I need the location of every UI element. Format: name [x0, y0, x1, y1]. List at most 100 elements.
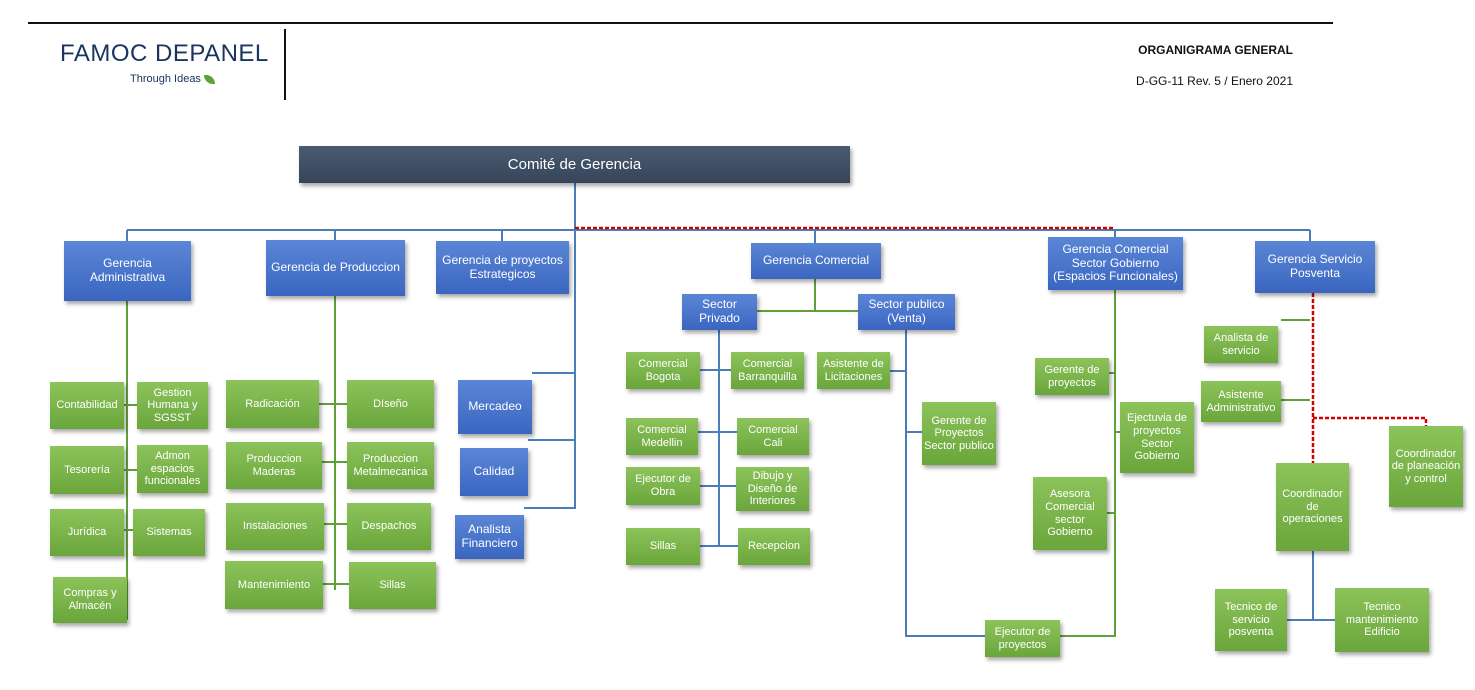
comite-gerencia-label: Comité de Gerencia	[507, 155, 642, 173]
sistemas-box: Sistemas	[133, 509, 205, 556]
gerente-sector-publico-box: Gerente de Proyectos Sector publico	[922, 402, 996, 465]
ejecutor-proyectos-label: Ejecutor de proyectos	[994, 625, 1051, 651]
analista-financiero-box: Analista Financiero	[455, 515, 524, 559]
company-tagline: Through Ideas	[130, 73, 215, 85]
gerencia-produccion-label: Gerencia de Produccion	[271, 260, 400, 275]
despachos-box: Despachos	[347, 503, 431, 550]
comite-gerencia-box: Comité de Gerencia	[299, 146, 850, 183]
ejecutor-obra-label: Ejecutor de Obra	[635, 473, 691, 498]
despachos-label: Despachos	[361, 520, 417, 533]
gerencia-posventa-box: Gerencia Servicio Posventa	[1255, 241, 1375, 293]
calidad-box: Calidad	[460, 448, 528, 496]
dibujo-diseno-label: Dibujo y Diseño de Interiores	[747, 470, 798, 508]
asistente-licitaciones-label: Asistente de Licitaciones	[823, 357, 884, 383]
sillas-comercial-label: Sillas	[649, 540, 677, 553]
produccion-metalmecanica-label: Produccion Metalmecanica	[353, 452, 428, 478]
ejecutiva-proyectos-box: Ejectuvia de proyectos Sector Gobierno	[1120, 402, 1194, 473]
gerencia-gobierno-label: Gerencia Comercial Sector Gobierno (Espa…	[1053, 241, 1178, 284]
ejecutiva-proyectos-label: Ejectuvia de proyectos Sector Gobierno	[1127, 412, 1187, 463]
gerencia-produccion-box: Gerencia de Produccion	[266, 240, 405, 296]
produccion-maderas-box: Produccion Maderas	[226, 442, 322, 489]
gerencia-posventa-label: Gerencia Servicio Posventa	[1267, 252, 1363, 280]
recepcion-box: Recepcion	[738, 528, 810, 565]
produccion-maderas-label: Produccion Maderas	[246, 452, 302, 478]
gerencia-comercial-box: Gerencia Comercial	[751, 243, 881, 279]
sector-privado-box: Sector Privado	[682, 294, 757, 330]
header-rule	[28, 22, 1333, 24]
produccion-metalmecanica-box: Produccion Metalmecanica	[347, 442, 434, 489]
header-separator	[284, 29, 286, 100]
analista-servicio-label: Analista de servicio	[1213, 331, 1269, 357]
recepcion-label: Recepcion	[748, 540, 800, 553]
gestion-humana-label: Gestion Humana y SGSST	[147, 386, 198, 424]
admon-espacios-label: Admon espacios funcionales	[144, 450, 201, 488]
analista-financiero-label: Analista Financiero	[461, 522, 518, 550]
sector-publico-box: Sector publico (Venta)	[858, 294, 955, 330]
analista-servicio-box: Analista de servicio	[1204, 326, 1278, 363]
coordinador-planeacion-box: Coordinador de planeación y control	[1389, 426, 1463, 507]
asistente-administrativo-label: Asistente Administrativo	[1206, 388, 1276, 414]
gerente-sector-publico-label: Gerente de Proyectos Sector publico	[924, 414, 994, 452]
compras-box: Compras y Almacén	[53, 577, 127, 623]
radicacion-label: Radicación	[245, 397, 300, 410]
gerencia-administrativa-label: Gerencia Administrativa	[89, 256, 166, 284]
mercadeo-label: Mercadeo	[468, 399, 522, 414]
gerente-proyectos-label: Gerente de proyectos	[1044, 363, 1100, 389]
sector-publico-label: Sector publico (Venta)	[868, 297, 945, 325]
coordinador-operaciones-label: Coordinador de operaciones	[1282, 488, 1343, 526]
comercial-medellin-label: Comercial Medellin	[637, 423, 687, 449]
mantenimiento-label: Mantenimiento	[237, 578, 311, 591]
asistente-administrativo-box: Asistente Administrativo	[1201, 381, 1281, 422]
gerencia-administrativa-box: Gerencia Administrativa	[64, 241, 191, 301]
tecnico-posventa-box: Tecnico de servicio posventa	[1215, 589, 1287, 651]
comercial-bogota-box: Comercial Bogota	[626, 352, 700, 389]
mantenimiento-box: Mantenimiento	[225, 561, 323, 609]
instalaciones-label: Instalaciones	[242, 520, 308, 533]
asesora-comercial-label: Asesora Comercial sector Gobierno	[1045, 488, 1095, 539]
sector-privado-label: Sector Privado	[699, 297, 740, 325]
calidad-label: Calidad	[473, 464, 515, 479]
instalaciones-box: Instalaciones	[226, 503, 324, 550]
compras-label: Compras y Almacén	[63, 587, 117, 612]
comercial-barranquilla-box: Comercial Barranquilla	[731, 352, 804, 389]
sistemas-label: Sistemas	[146, 526, 192, 539]
gestion-humana-box: Gestion Humana y SGSST	[137, 382, 208, 429]
comercial-cali-box: Comercial Cali	[737, 418, 809, 455]
leaf-icon	[203, 74, 215, 84]
document-title: ORGANIGRAMA GENERAL	[1138, 43, 1293, 57]
tecnico-edificio-box: Tecnico mantenimiento Edificio	[1335, 588, 1429, 652]
comercial-cali-label: Comercial Cali	[748, 423, 798, 449]
contabilidad-box: Contabilidad	[50, 382, 124, 429]
tecnico-posventa-label: Tecnico de servicio posventa	[1224, 601, 1278, 639]
comercial-barranquilla-label: Comercial Barranquilla	[738, 357, 797, 383]
sillas-produccion-box: Sillas	[349, 562, 436, 609]
sillas-comercial-box: Sillas	[626, 528, 700, 565]
coordinador-planeacion-label: Coordinador de planeación y control	[1391, 447, 1461, 485]
comercial-medellin-box: Comercial Medellin	[626, 418, 698, 455]
diseno-label: DIseño	[373, 397, 408, 410]
tesoreria-label: Tesorería	[64, 463, 110, 476]
gerencia-gobierno-box: Gerencia Comercial Sector Gobierno (Espa…	[1048, 237, 1183, 290]
juridica-label: Jurídica	[67, 526, 107, 539]
admon-espacios-box: Admon espacios funcionales	[137, 445, 208, 493]
dibujo-diseno-box: Dibujo y Diseño de Interiores	[736, 467, 809, 511]
radicacion-box: Radicación	[226, 380, 319, 428]
gerencia-proyectos-box: Gerencia de proyectos Estrategicos	[436, 241, 569, 294]
company-logo: FAMOC DEPANEL	[60, 40, 269, 67]
ejecutor-proyectos-box: Ejecutor de proyectos	[985, 620, 1060, 657]
mercadeo-box: Mercadeo	[458, 380, 532, 434]
gerencia-proyectos-label: Gerencia de proyectos Estrategicos	[442, 252, 563, 281]
asistente-licitaciones-box: Asistente de Licitaciones	[817, 352, 890, 389]
tecnico-edificio-label: Tecnico mantenimiento Edificio	[1345, 601, 1419, 639]
gerente-proyectos-box: Gerente de proyectos	[1035, 358, 1109, 395]
gerencia-comercial-label: Gerencia Comercial	[762, 253, 870, 268]
diseno-box: DIseño	[347, 380, 434, 428]
juridica-box: Jurídica	[50, 509, 124, 556]
sillas-produccion-label: Sillas	[379, 579, 406, 592]
coordinador-operaciones-box: Coordinador de operaciones	[1276, 463, 1349, 551]
ejecutor-obra-box: Ejecutor de Obra	[626, 467, 700, 505]
comercial-bogota-label: Comercial Bogota	[638, 357, 688, 383]
document-reference: D-GG-11 Rev. 5 / Enero 2021	[1136, 74, 1293, 88]
asesora-comercial-box: Asesora Comercial sector Gobierno	[1033, 477, 1107, 550]
